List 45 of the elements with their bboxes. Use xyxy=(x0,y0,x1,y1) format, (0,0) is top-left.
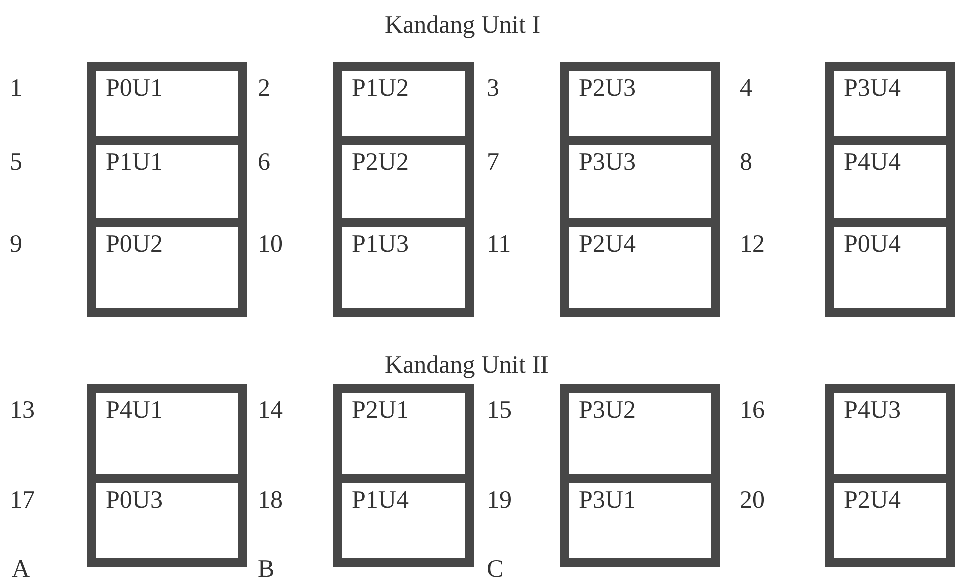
section-heading: Kandang Unit I xyxy=(385,12,541,40)
pen-number: 3 xyxy=(487,75,500,103)
pen-number: 20 xyxy=(740,487,765,515)
pen-number: 17 xyxy=(10,487,35,515)
pen-code: P2U4 xyxy=(579,231,636,259)
pen-code: P1U3 xyxy=(352,231,409,259)
pen-code: P3U2 xyxy=(579,397,636,425)
pen-number: 11 xyxy=(487,231,512,259)
pen-number: 5 xyxy=(10,149,22,177)
pen-code: P4U4 xyxy=(844,149,901,177)
pen-number: 15 xyxy=(487,397,512,425)
pen-code: P1U1 xyxy=(106,149,163,177)
pen-number: 6 xyxy=(258,149,270,177)
pen-number: 4 xyxy=(740,75,752,103)
section-heading: Kandang Unit II xyxy=(385,352,549,380)
pen-number: 13 xyxy=(10,397,35,425)
side-letter: B xyxy=(258,556,275,584)
pen-code: P4U3 xyxy=(844,397,901,425)
pen-code: P4U1 xyxy=(106,397,163,425)
side-letter: C xyxy=(487,556,504,584)
pen-number: 16 xyxy=(740,397,765,425)
pen-code: P3U4 xyxy=(844,75,901,103)
pen-code: P2U2 xyxy=(352,149,409,177)
pen-number: 9 xyxy=(10,231,22,259)
pen-code: P2U4 xyxy=(844,487,901,515)
pen-number: 1 xyxy=(10,75,22,103)
pen-number: 18 xyxy=(258,487,283,515)
pen-number: 12 xyxy=(740,231,765,259)
pen-code: P3U3 xyxy=(579,149,636,177)
pen-code: P2U1 xyxy=(352,397,409,425)
pen-code: P2U3 xyxy=(579,75,636,103)
pen-number: 8 xyxy=(740,149,752,177)
pen-number: 7 xyxy=(487,149,500,177)
pen-code: P0U1 xyxy=(106,75,163,103)
pen-code: P0U3 xyxy=(106,487,163,515)
pen-code: P1U2 xyxy=(352,75,409,103)
pen-code: P0U2 xyxy=(106,231,163,259)
pen-number: 19 xyxy=(487,487,512,515)
pen-code: P0U4 xyxy=(844,231,901,259)
pen-number: 10 xyxy=(258,231,283,259)
pen-number: 14 xyxy=(258,397,283,425)
pen-code: P3U1 xyxy=(579,487,636,515)
pen-code: P1U4 xyxy=(352,487,409,515)
pen-number: 2 xyxy=(258,75,270,103)
side-letter: A xyxy=(12,556,30,584)
